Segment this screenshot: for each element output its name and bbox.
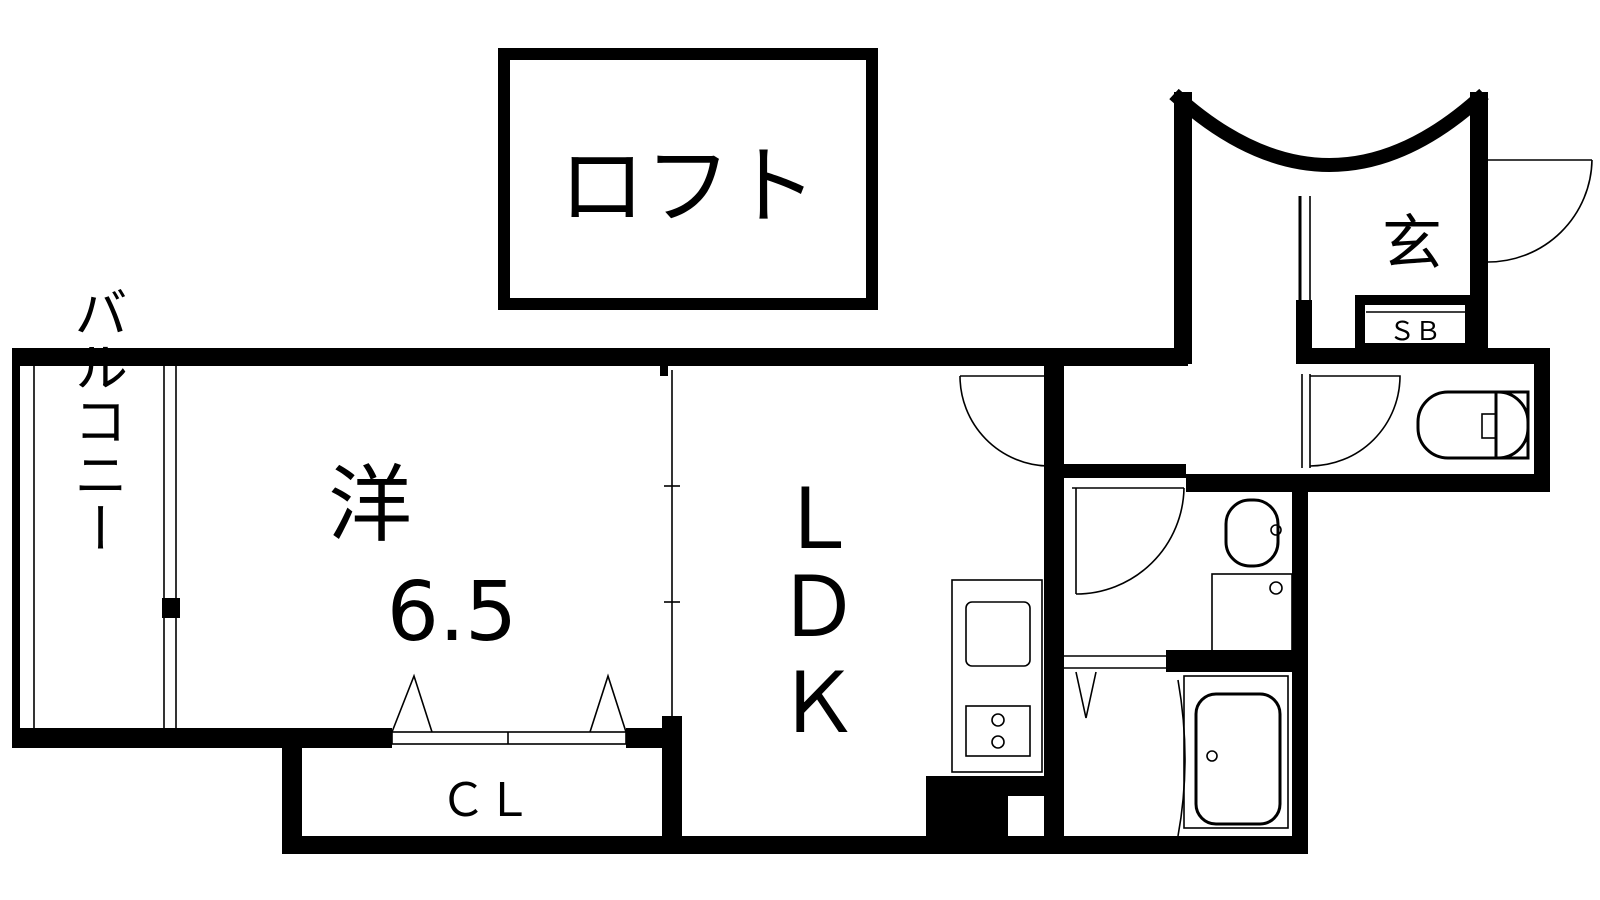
western-room-label: 洋 — [328, 456, 412, 554]
entrance-fixtures: ＳＢ 玄 — [1296, 150, 1593, 364]
toilet-room — [1301, 374, 1530, 468]
loft-area: ロフト — [498, 48, 878, 310]
closet: ＣＬ — [440, 773, 532, 827]
western-room-size: 6.5 — [387, 565, 517, 660]
ldk-label-k: Ｋ — [776, 654, 860, 752]
ldk-label-l: Ｌ — [776, 470, 860, 568]
balcony-area: バルコニー — [12, 285, 180, 748]
loft-label: ロフト — [559, 137, 817, 237]
ldk-label-d: Ｄ — [776, 558, 860, 656]
shoe-box-label: ＳＢ — [1389, 317, 1441, 347]
outer-walls — [12, 92, 1550, 854]
entrance-label: 玄 — [1382, 209, 1442, 279]
closet-label: ＣＬ — [440, 773, 532, 827]
wash-and-bath — [1064, 464, 1308, 837]
western-room: 洋 6.5 — [328, 364, 680, 745]
balcony-label: バルコニー — [65, 285, 128, 555]
entrance-curve — [1169, 88, 1489, 172]
ldk-room: Ｌ Ｄ Ｋ — [776, 374, 1059, 854]
